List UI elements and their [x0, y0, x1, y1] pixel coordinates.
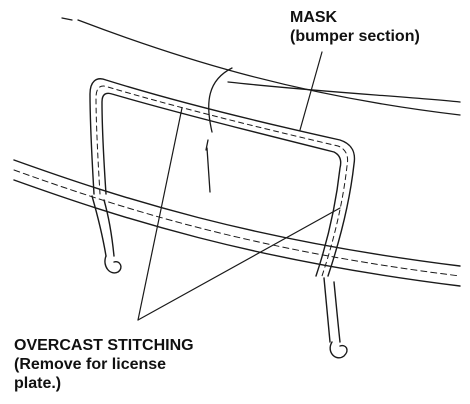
- right-strap-inner: [333, 281, 341, 343]
- mask-crease-curve: [208, 67, 233, 133]
- overcast-stitching-label: OVERCAST STITCHING (Remove for license p…: [14, 336, 194, 393]
- left-hook: [104, 255, 122, 274]
- mask-frame-stitch: [95, 85, 349, 277]
- mask-frame-inner: [101, 92, 342, 277]
- mask-frame-outer: [89, 78, 356, 277]
- mask-label: MASK (bumper section): [290, 8, 420, 46]
- left-strap-inner: [103, 199, 115, 257]
- overcast-label-line3: plate.): [14, 375, 62, 392]
- mask-leader-line: [299, 51, 323, 131]
- mask-label-line2: (bumper section): [290, 28, 420, 45]
- mask-top-edge-line: [61, 17, 73, 21]
- mask-lower-edge-curve: [227, 81, 461, 103]
- bumper-band-bottom: [13, 179, 461, 287]
- bumper-band-top: [13, 159, 461, 267]
- overcast-label-line1: OVERCAST STITCHING: [14, 337, 194, 354]
- overcast-label-line2: (Remove for license: [14, 356, 167, 373]
- stitching-leader-left: [137, 107, 183, 321]
- left-strap-outer: [91, 195, 107, 257]
- mask-top-edge-curve: [77, 19, 461, 116]
- right-strap-outer: [323, 277, 331, 343]
- right-hook: [329, 341, 348, 359]
- bumper-band-stitch: [13, 169, 461, 277]
- mask-crease-lower: [206, 147, 211, 193]
- mask-crease-short: [205, 139, 209, 151]
- mask-label-line1: MASK: [290, 9, 338, 26]
- stitching-leader-right: [137, 207, 341, 321]
